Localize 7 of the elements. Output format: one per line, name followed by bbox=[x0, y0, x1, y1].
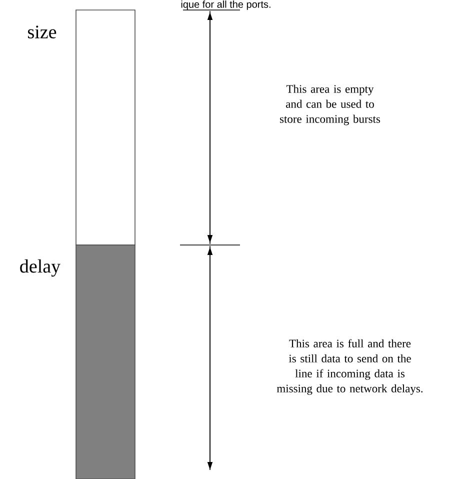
note-text: This area is empty and can be used to store incoming bursts bbox=[280, 84, 380, 126]
bar-label: delay bbox=[20, 259, 60, 277]
buffer-bar bbox=[76, 244, 136, 479]
buffer-bar bbox=[76, 10, 136, 246]
note-text: This area is full and there is still data to send on the line if incoming data is missing due to network delays. bbox=[276, 339, 423, 395]
heading-text: ique for all the ports. bbox=[181, 0, 270, 10]
bar-label: size bbox=[28, 26, 56, 38]
